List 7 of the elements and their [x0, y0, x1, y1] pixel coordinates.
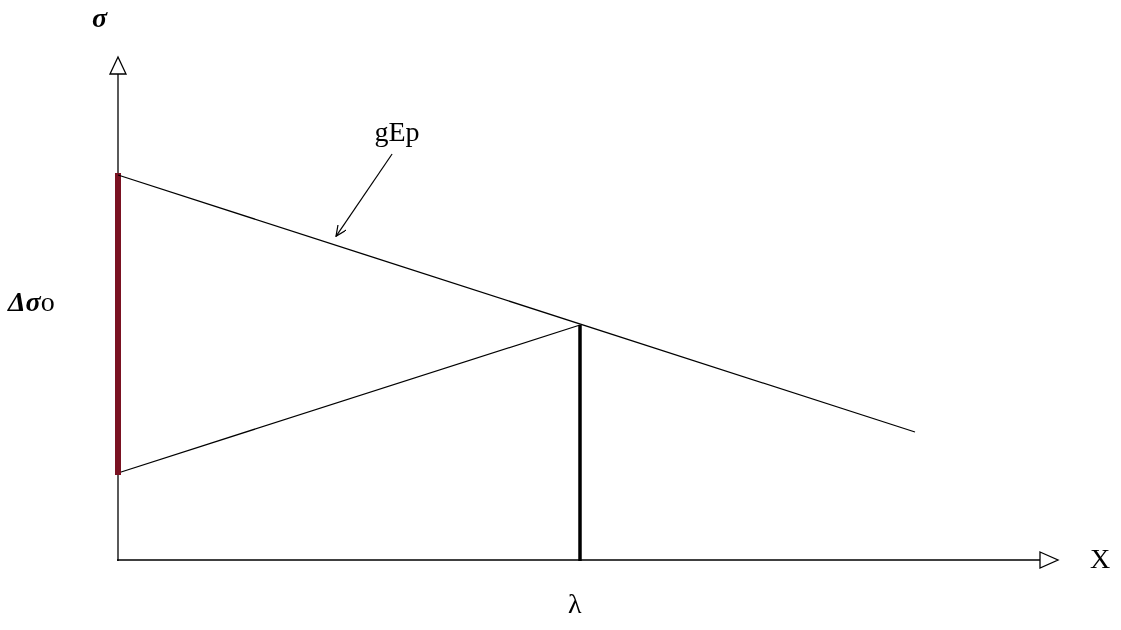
x-axis-label: X — [1090, 545, 1111, 573]
leader-line — [335, 153, 393, 237]
lambda-label: λ — [568, 590, 582, 618]
y-axis-label: σ — [92, 4, 108, 32]
curve-label: gEp — [374, 118, 420, 146]
decay-line — [117, 174, 916, 433]
range-label: Δσo — [8, 288, 55, 316]
